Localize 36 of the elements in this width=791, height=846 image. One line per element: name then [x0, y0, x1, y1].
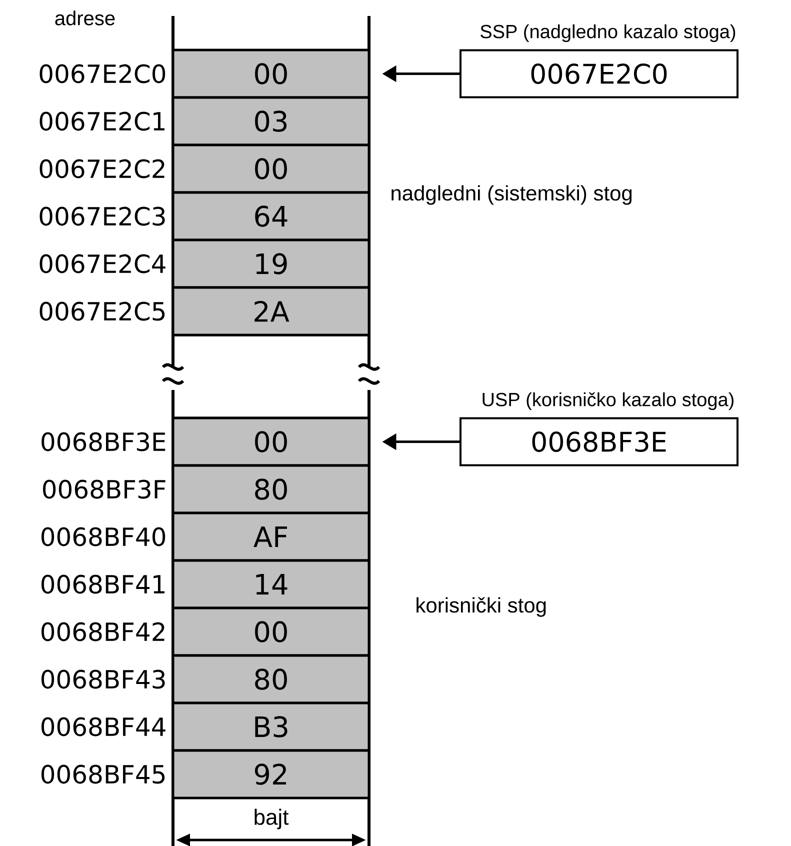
column-heading: adrese [55, 10, 115, 26]
memory-cell: 80 [172, 464, 370, 514]
address-label: 0068BF45 [41, 764, 165, 784]
stack-label: nadgledni (sistemski) stog [392, 185, 632, 205]
node-label: USP (korisničko kazalo stoga) [482, 392, 734, 410]
memory-cell: 92 [172, 749, 370, 800]
dimension-label: bajt [254, 808, 289, 830]
memory-cell: 80 [172, 654, 370, 704]
stack-label: korisnički stog [416, 597, 546, 617]
memory-cell: B3 [172, 702, 370, 752]
address-label: 0067E2C5 [40, 302, 165, 321]
memory-cell: 00 [172, 416, 370, 467]
address-label: 0068BF3F [43, 480, 166, 499]
address-label: 0068BF43 [41, 670, 165, 689]
address-label: 0067E2C4 [40, 254, 166, 274]
memory-cell: 19 [172, 238, 370, 289]
address-label: 0068BF40 [41, 527, 166, 546]
address-label: 0067E2C2 [40, 159, 164, 178]
address-label: 0068BF41 [41, 574, 164, 594]
address-label: 0067E2C3 [40, 206, 165, 226]
address-label: 0068BF44 [41, 717, 166, 736]
memory-cell: 64 [172, 191, 370, 242]
address-label: 0068BF42 [41, 622, 164, 642]
memory-cell: 00 [172, 48, 370, 99]
memory-cell: AF [172, 512, 370, 562]
address-label: 0067E2C0 [40, 64, 166, 84]
pointer-box: SSP (nadgledno kazalo stoga) 0067E2C0 [460, 24, 738, 98]
memory-cell: 00 [172, 144, 370, 194]
address-label: 0068BF3E [42, 432, 166, 452]
memory-cell: 03 [172, 96, 370, 146]
address-label: 0067E2C1 [40, 112, 164, 131]
node-label: SSP (nadgledno kazalo stoga) [480, 24, 736, 42]
memory-cell: 2A [172, 286, 370, 336]
pointer-box: USP (korisničko kazalo stoga) 0068BF3E [460, 392, 738, 466]
memory-cell: 00 [172, 606, 370, 657]
memory-cell: 14 [172, 559, 370, 610]
